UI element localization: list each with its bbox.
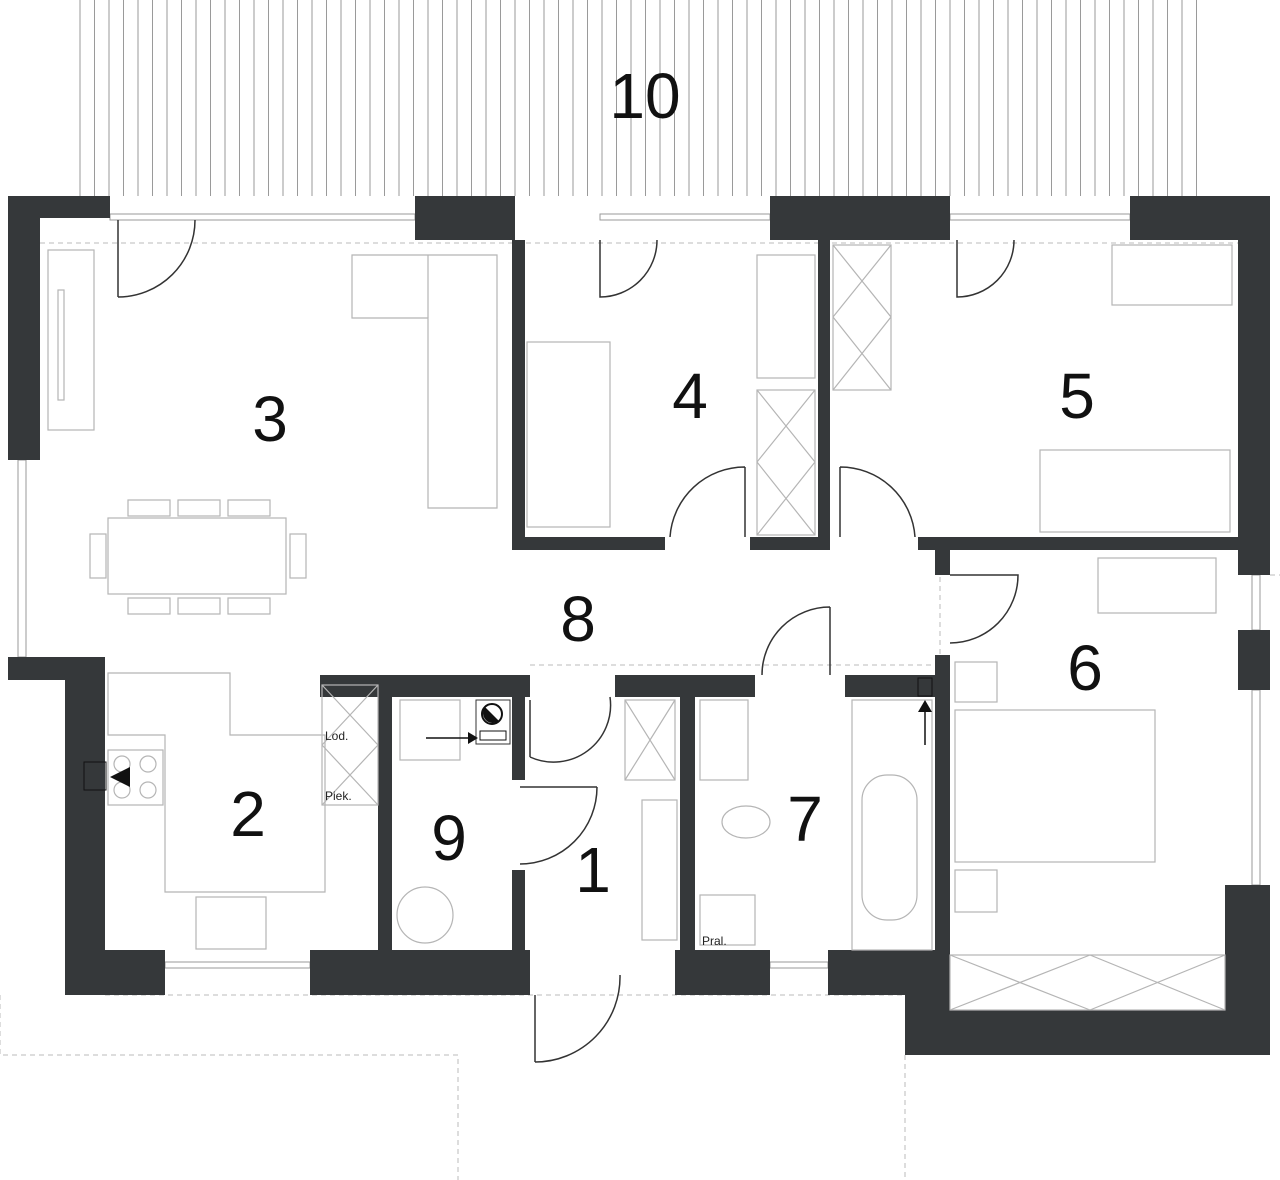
washer-label: Pral. xyxy=(702,934,727,948)
room-number-3: 3 xyxy=(252,383,288,455)
bed-room-5 xyxy=(1039,449,1231,533)
room-number-10: 10 xyxy=(609,60,680,132)
furniture xyxy=(47,244,1233,1011)
desk-room-5 xyxy=(1111,244,1233,306)
fridge-label: Lod. xyxy=(325,729,348,743)
vent-icon xyxy=(83,677,933,791)
boiler-icon xyxy=(426,699,511,745)
bench xyxy=(641,799,678,941)
doors xyxy=(117,219,1019,1063)
room-number-4: 4 xyxy=(672,360,708,432)
desk-room-4 xyxy=(756,254,816,379)
dining-chair xyxy=(127,499,171,517)
terrace-deck xyxy=(79,0,1197,196)
room-number-7: 7 xyxy=(787,783,823,855)
room-number-5: 5 xyxy=(1059,360,1095,432)
bed-room-4 xyxy=(526,341,611,528)
room-number-6: 6 xyxy=(1067,632,1103,704)
wardrobe-room-5 xyxy=(832,244,892,391)
wardrobe-living xyxy=(47,249,95,431)
oven-label: Piek. xyxy=(325,789,352,803)
dining-table xyxy=(107,517,287,595)
wardrobe-room-6 xyxy=(949,954,1226,1011)
round-item xyxy=(396,886,454,944)
wardrobe-room-4 xyxy=(756,389,816,536)
washbasin xyxy=(699,699,749,781)
dining-chair xyxy=(177,499,221,517)
room-number-2: 2 xyxy=(230,778,266,850)
bathtub xyxy=(861,774,918,921)
walls xyxy=(8,196,1270,1055)
dining-chair xyxy=(289,533,307,579)
shower xyxy=(624,699,676,781)
toilet xyxy=(721,805,771,839)
fridge-oven-column xyxy=(321,684,379,806)
kitchen-sink xyxy=(195,896,267,950)
dining-chair xyxy=(227,597,271,615)
corner-sofa xyxy=(351,254,498,509)
dining-chair xyxy=(127,597,171,615)
double-bed xyxy=(954,709,1156,863)
room-number-8: 8 xyxy=(560,583,596,655)
dining-chair xyxy=(177,597,221,615)
room-number-1: 1 xyxy=(575,834,611,906)
dining-chair xyxy=(89,533,107,579)
boiler xyxy=(399,699,461,761)
room-number-9: 9 xyxy=(431,802,467,874)
dining-chair xyxy=(227,499,271,517)
desk-room-6 xyxy=(1097,557,1217,614)
washer xyxy=(699,894,756,946)
windows xyxy=(17,213,1261,969)
kitchen-counter xyxy=(107,672,326,893)
room-labels: 10 3 4 5 8 6 2 9 1 7 xyxy=(230,60,1103,906)
